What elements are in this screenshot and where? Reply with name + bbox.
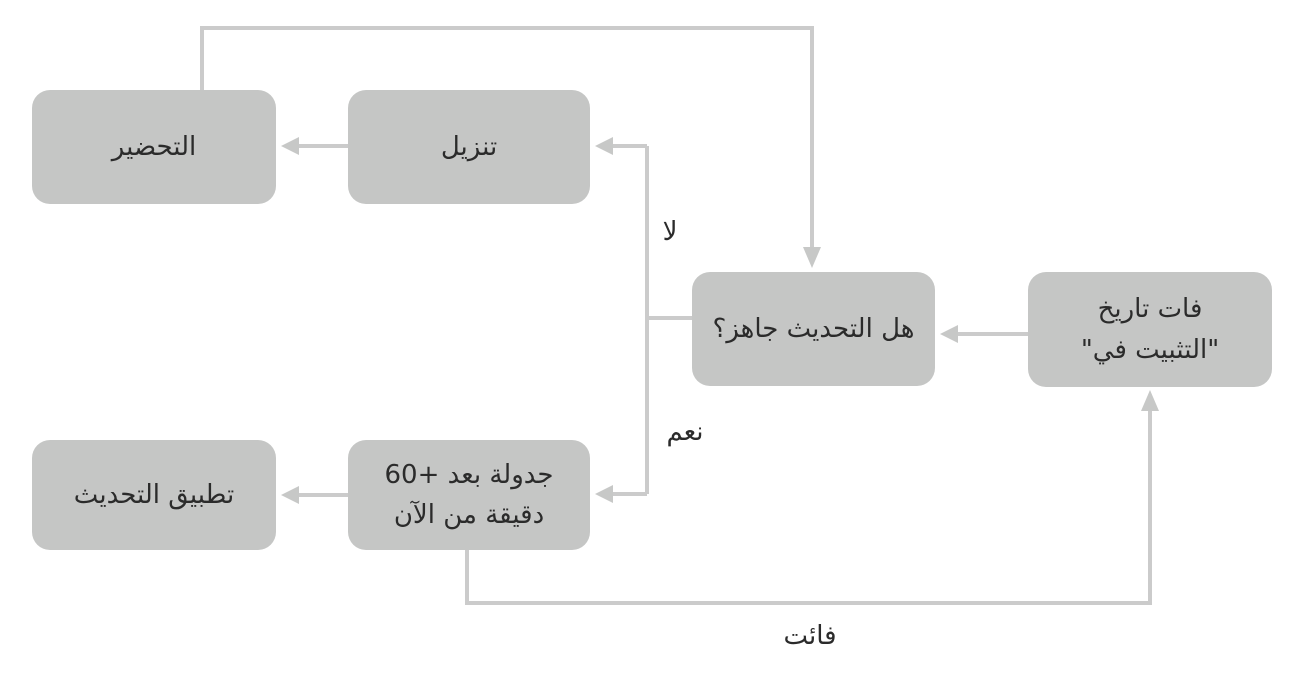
arrowhead-down-update-ready bbox=[803, 247, 821, 268]
edge-label-yes: نعم bbox=[666, 417, 704, 447]
arrowhead-left-update-ready bbox=[940, 325, 958, 343]
edge-label-no: لا bbox=[662, 217, 678, 247]
connector-prepare-to-update-ready bbox=[200, 26, 814, 247]
connector-schedule-to-date-passed bbox=[465, 411, 1152, 605]
flow-node-download: تنزيل bbox=[348, 90, 590, 204]
flow-node-schedule: جدولة بعد +60 دقيقة من الآن bbox=[348, 440, 590, 550]
connector-update-ready-branch bbox=[613, 144, 692, 496]
arrowhead-left-prepare bbox=[281, 137, 299, 155]
flow-node-install-date-passed: فات تاريخ "التثبيت في" bbox=[1028, 272, 1272, 387]
arrowhead-left-schedule bbox=[595, 485, 613, 503]
arrowhead-left-apply-update bbox=[281, 486, 299, 504]
arrowhead-up-date-passed bbox=[1141, 390, 1159, 411]
flow-node-update-ready: هل التحديث جاهز؟ bbox=[692, 272, 935, 386]
arrowhead-left-download bbox=[595, 137, 613, 155]
edge-label-missed: فائت bbox=[783, 621, 837, 651]
flow-node-prepare: التحضير bbox=[32, 90, 276, 204]
flow-node-apply-update: تطبيق التحديث bbox=[32, 440, 276, 550]
